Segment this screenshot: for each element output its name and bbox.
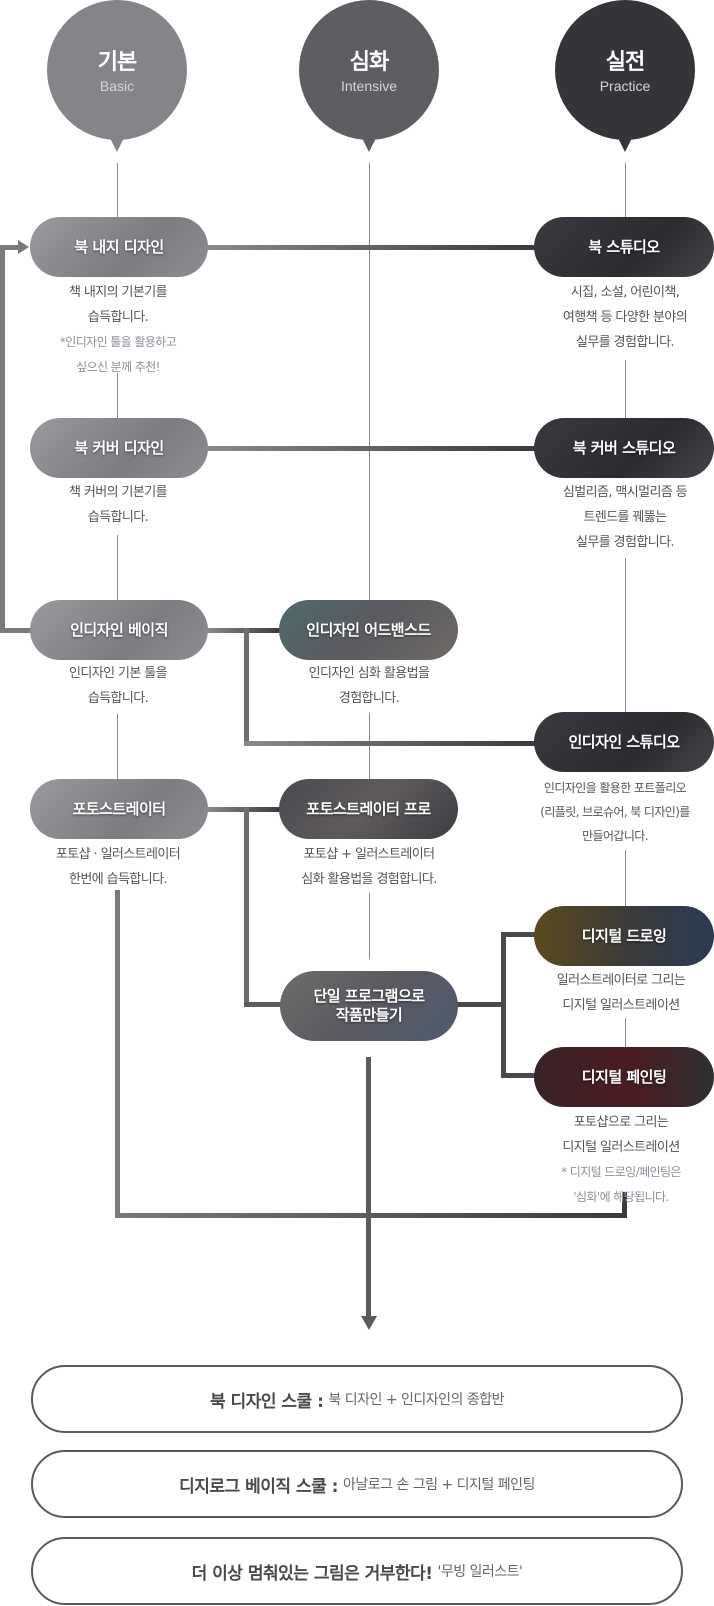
course-book-cover-studio[interactable]: 북 커버 스튜디오 [534,418,714,478]
arrow-down-icon [361,1316,377,1330]
connector-line [369,893,370,959]
course-book-inner-design[interactable]: 북 내지 디자인 [30,217,208,277]
course-indesign-advanced[interactable]: 인디자인 어드밴스드 [279,600,458,660]
connector-line [117,714,118,779]
connector-line [244,741,536,746]
course-label: 디지털 페인팅 [581,1067,667,1086]
course-photostrator-pro[interactable]: 포토스트레이터 프로 [279,779,458,839]
course-label: 포토스트레이터 프로 [306,799,431,818]
connector-line [117,535,118,600]
connector-line [366,1057,371,1319]
course-digital-drawing[interactable]: 디지털 드로잉 [534,906,714,966]
school-book-design[interactable]: 북 디자인 스쿨 : 북 디자인 + 인디자인의 종합반 [31,1365,683,1433]
school-description: '무빙 일러스트' [437,1564,523,1580]
course-indesign-studio[interactable]: 인디자인 스튜디오 [534,712,714,772]
school-digilog-basic[interactable]: 디지로그 베이직 스쿨 : 아날로그 손 그림 + 디지털 페인팅 [31,1450,683,1518]
course-label: 인디자인 어드밴스드 [306,620,431,639]
connector-line [5,245,19,250]
course-label: 북 커버 스튜디오 [572,438,676,457]
level-practice-circle: 실전 Practice [555,0,695,140]
course-label: 북 커버 디자인 [74,438,164,457]
school-title: 북 디자인 스쿨 : [210,1391,324,1412]
connector-line [369,713,370,779]
course-label: 북 스튜디오 [588,237,660,256]
connector-line [622,1192,627,1218]
connector-line [117,163,118,217]
connector-line [0,628,32,633]
course-note: * 디지털 드로잉/페인팅은'심화'에 해당됩니다. [561,1165,681,1204]
connector-line [625,850,626,906]
connector-line [625,1018,626,1047]
school-description: 아날로그 손 그림 + 디지털 페인팅 [342,1477,535,1493]
course-label: 단일 프로그램으로 [313,987,425,1005]
level-basic-circle: 기본 Basic [47,0,187,140]
connector-line [625,558,626,712]
connector-line [206,807,281,812]
level-intensive-circle: 심화 Intensive [299,0,439,140]
connector-line [206,446,536,451]
connector-line [206,245,536,250]
course-label: 포토스트레이터 [72,799,166,818]
course-single-program[interactable]: 단일 프로그램으로 작품만들기 [280,971,458,1041]
connector-line [244,807,249,1007]
course-book-studio[interactable]: 북 스튜디오 [534,217,714,277]
connector-line [0,245,5,633]
course-book-cover-design[interactable]: 북 커버 디자인 [30,418,208,478]
course-label: 디지털 드로잉 [581,926,667,945]
arrow-right-icon [18,240,29,254]
connector-line [456,1002,504,1007]
connector-line [244,628,249,746]
level-subtitle: Basic [99,78,135,94]
course-digital-painting[interactable]: 디지털 페인팅 [534,1047,714,1107]
connector-line [115,1213,627,1218]
connector-line [625,163,626,217]
level-title: 심화 [349,50,389,75]
connector-line [115,890,120,1218]
pointer-icon [361,136,377,152]
school-title: 더 이상 멈춰있는 그림은 거부한다! [191,1563,433,1584]
school-title: 디지로그 베이직 스쿨 : [179,1476,338,1497]
course-photostrator[interactable]: 포토스트레이터 [30,779,208,839]
course-label: 인디자인 스튜디오 [568,732,680,751]
level-title: 실전 [605,50,645,75]
connector-line [369,163,370,600]
level-subtitle: Intensive [340,78,398,94]
connector-line [501,932,506,1078]
pointer-icon [109,136,125,152]
level-title: 기본 [97,50,137,75]
school-moving-illust[interactable]: 더 이상 멈춰있는 그림은 거부한다! '무빙 일러스트' [31,1537,683,1605]
level-subtitle: Practice [599,78,651,94]
school-description: 북 디자인 + 인디자인의 종합반 [328,1392,504,1408]
course-label: 북 내지 디자인 [74,237,164,256]
connector-line [117,373,118,418]
course-indesign-basic[interactable]: 인디자인 베이직 [30,600,208,660]
course-label: 작품만들기 [335,1006,403,1024]
connector-line [501,1073,536,1078]
pointer-icon [617,136,633,152]
connector-line [501,932,536,937]
course-label: 인디자인 베이직 [70,620,168,639]
connector-line [625,360,626,418]
connector-line [206,628,281,633]
connector-line [244,1002,281,1007]
